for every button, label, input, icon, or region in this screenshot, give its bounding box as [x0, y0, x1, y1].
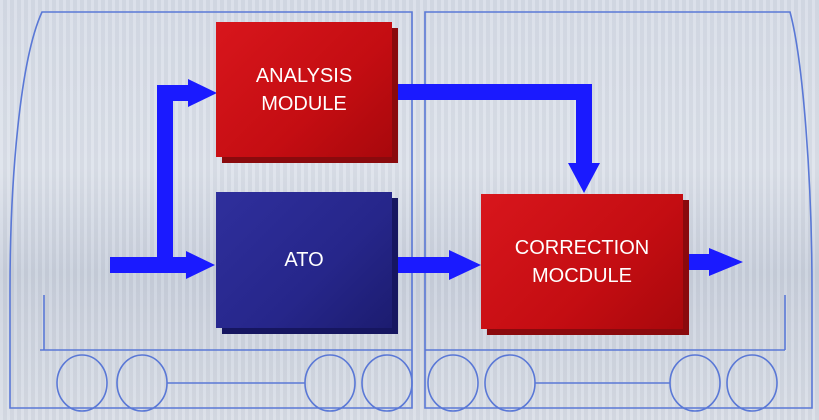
branch-arrow-to-analysis	[157, 79, 217, 273]
analysis-to-correction-arrow	[393, 84, 600, 193]
output-arrow	[683, 248, 743, 276]
wheel	[726, 354, 778, 412]
wheel	[56, 354, 108, 412]
wheel	[361, 354, 413, 412]
ato-block: ATO	[216, 192, 392, 328]
correction-module-block: CORRECTION MOCDULE	[481, 194, 683, 329]
left-car-body	[9, 11, 413, 409]
wheel	[116, 354, 168, 412]
wheel	[427, 354, 479, 412]
analysis-module-label: ANALYSIS MODULE	[255, 64, 353, 115]
ato-to-correction-arrow	[393, 250, 481, 280]
correction-module-label: CORRECTION MOCDULE	[514, 236, 650, 287]
right-car-body	[424, 11, 813, 409]
wheel	[304, 354, 356, 412]
ato-label: ATO	[284, 249, 324, 271]
wheel	[669, 354, 721, 412]
analysis-module-block: ANALYSIS MODULE	[216, 22, 392, 157]
wheel	[484, 354, 536, 412]
